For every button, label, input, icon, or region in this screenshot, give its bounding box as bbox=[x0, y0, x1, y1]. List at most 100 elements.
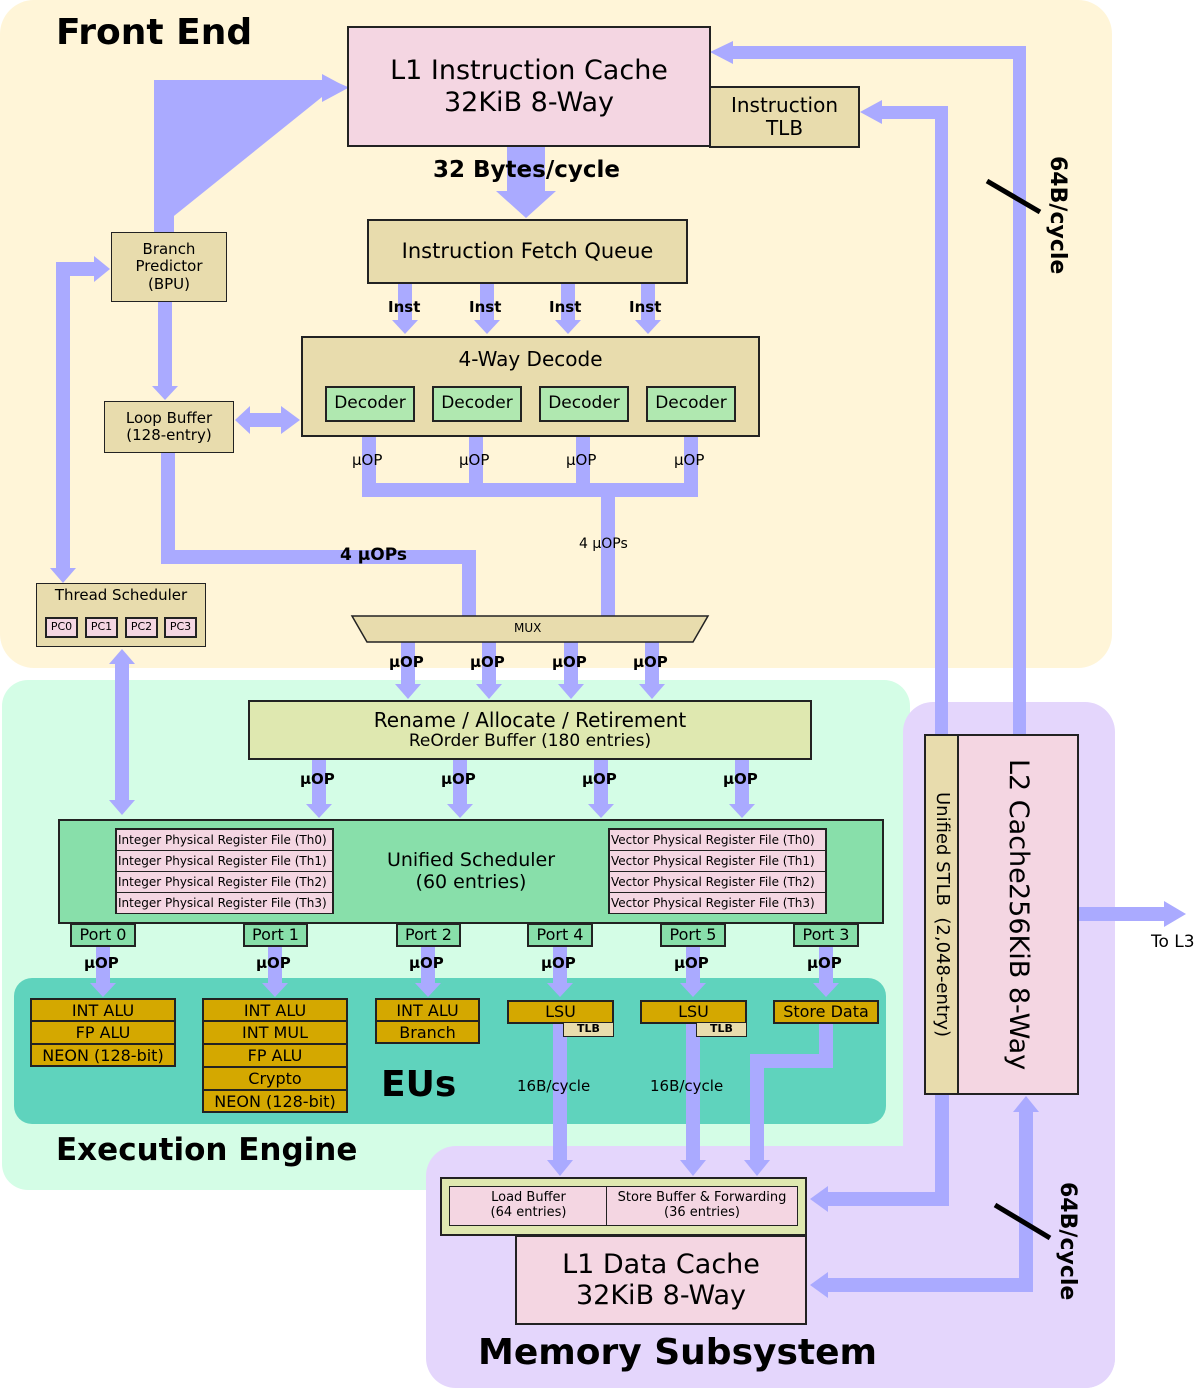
loop-uops-label: 4 µOPs bbox=[340, 545, 407, 565]
int-prf-th1: Integer Physical Register File (Th1) bbox=[117, 851, 332, 872]
l1d-name: L1 Data Cache bbox=[562, 1248, 760, 1280]
store-buffer-line2: (36 entries) bbox=[664, 1205, 740, 1220]
stlb-label: Unified STLB (2,048-entry) bbox=[931, 791, 953, 1038]
decoder-label: Decoder bbox=[548, 393, 620, 414]
port-2: Port 2 bbox=[396, 923, 461, 947]
branch-predictor: Branch Predictor (BPU) bbox=[111, 232, 227, 302]
mux-uop-label: µOP bbox=[470, 653, 505, 671]
l1i-to-ifq-head bbox=[496, 191, 556, 218]
rob-uop-label: µOP bbox=[441, 770, 476, 788]
scheduler-line1: Unified Scheduler bbox=[386, 848, 556, 871]
port-uop-label: µOP bbox=[409, 954, 444, 972]
program-counter: PC2 bbox=[125, 617, 158, 638]
eu-fp-alu: FP ALU bbox=[30, 1021, 176, 1044]
decode-title: 4-Way Decode bbox=[458, 347, 603, 371]
eu-neon: NEON (128-bit) bbox=[30, 1044, 176, 1067]
load-buffer-line2: (64 entries) bbox=[490, 1205, 567, 1220]
port-0: Port 0 bbox=[70, 923, 136, 947]
lsu-label: LSU bbox=[545, 1001, 576, 1021]
l2-label-group: L2 Cache 256KiB 8-Way bbox=[1001, 759, 1035, 1071]
eu-neon: NEON (128-bit) bbox=[202, 1090, 348, 1113]
inst-label: Inst bbox=[549, 298, 582, 316]
port0-execution-units: INT ALU FP ALU NEON (128-bit) bbox=[30, 998, 176, 1067]
bpu-line2: Predictor bbox=[135, 257, 203, 276]
port-uop-label: µOP bbox=[541, 954, 576, 972]
eu-int-alu: INT ALU bbox=[30, 998, 176, 1021]
loop-buffer-line2: (128-entry) bbox=[126, 426, 212, 444]
decode-uop-label: µOP bbox=[459, 451, 490, 469]
inst-label: Inst bbox=[388, 298, 421, 316]
l1d-size: 32KiB 8-Way bbox=[576, 1280, 746, 1311]
mux bbox=[350, 615, 710, 643]
port-5: Port 5 bbox=[660, 923, 726, 947]
tlb-label: TLB bbox=[710, 1022, 733, 1036]
bpu-to-loop-bus bbox=[158, 302, 172, 388]
l2-l1d-bandwidth-label: 64B/cycle bbox=[1055, 1182, 1080, 1301]
port-3: Port 3 bbox=[793, 923, 859, 947]
loop-to-mux-bus bbox=[161, 453, 175, 564]
port-label: Port 3 bbox=[802, 924, 850, 944]
port-uop-label: µOP bbox=[674, 954, 709, 972]
tlb-label: TLB bbox=[577, 1022, 600, 1036]
decode-uop-label: µOP bbox=[674, 451, 705, 469]
bpu-line3: (BPU) bbox=[147, 274, 191, 293]
rob-uop-label: µOP bbox=[300, 770, 335, 788]
eu-crypto: Crypto bbox=[202, 1067, 348, 1090]
lsu-bandwidth-label: 16B/cycle bbox=[517, 1077, 591, 1095]
vec-prf-th1: Vector Physical Register File (Th1) bbox=[610, 851, 825, 872]
l1-data-cache: L1 Data Cache 32KiB 8-Way bbox=[515, 1235, 807, 1325]
port-1: Port 1 bbox=[243, 923, 308, 947]
eu-branch: Branch bbox=[375, 1021, 480, 1044]
port-label: Port 0 bbox=[79, 924, 127, 944]
l2-to-l1i-head bbox=[710, 41, 733, 64]
pc-label: PC3 bbox=[169, 620, 192, 634]
load-buffer: Load Buffer (64 entries) bbox=[449, 1186, 608, 1226]
eus-title: EUs bbox=[381, 1064, 457, 1105]
store-buffer: Store Buffer & Forwarding (36 entries) bbox=[606, 1186, 798, 1226]
instruction-tlb: Instruction TLB bbox=[709, 86, 860, 148]
decoder: Decoder bbox=[646, 386, 736, 422]
load-buffer-line1: Load Buffer bbox=[491, 1190, 566, 1206]
lsu-label: LSU bbox=[678, 1001, 709, 1021]
port-label: Port 2 bbox=[405, 924, 452, 944]
bpu-to-l1i-bus-h bbox=[154, 80, 326, 97]
decoder: Decoder bbox=[432, 386, 522, 422]
to-l3-label: To L3 bbox=[1151, 932, 1195, 952]
bpu-to-l1i-head bbox=[322, 74, 348, 102]
inst-label: Inst bbox=[629, 298, 662, 316]
store-buffer-line1: Store Buffer & Forwarding bbox=[617, 1190, 787, 1206]
port2-execution-units: INT ALU Branch bbox=[375, 998, 480, 1044]
vector-register-files: Vector Physical Register File (Th0) Vect… bbox=[608, 828, 827, 914]
decoder: Decoder bbox=[539, 386, 629, 422]
vec-prf-th3: Vector Physical Register File (Th3) bbox=[610, 893, 825, 913]
bus-width-tick bbox=[993, 1202, 1052, 1241]
rob-uop-label: µOP bbox=[723, 770, 758, 788]
l1i-size: 32KiB 8-Way bbox=[444, 86, 614, 118]
lsu-tlb-port4: TLB bbox=[563, 1022, 614, 1037]
integer-register-files: Integer Physical Register File (Th0) Int… bbox=[115, 828, 334, 914]
mux-uop-label: µOP bbox=[389, 653, 424, 671]
front-end-title: Front End bbox=[56, 12, 253, 53]
int-prf-th3: Integer Physical Register File (Th3) bbox=[117, 893, 332, 913]
l2-to-l1i-bus-h bbox=[730, 46, 1026, 59]
l2-name: L2 Cache bbox=[1002, 758, 1034, 884]
scheduler-line2: (60 entries) bbox=[415, 870, 527, 893]
decode-uop-label: µOP bbox=[352, 451, 383, 469]
int-prf-th0: Integer Physical Register File (Th0) bbox=[117, 830, 332, 851]
port-label: Port 4 bbox=[536, 924, 584, 944]
mux-uop-label: µOP bbox=[552, 653, 587, 671]
port-uop-label: µOP bbox=[807, 954, 842, 972]
bus-width-tick bbox=[985, 178, 1042, 215]
itlb-line2: TLB bbox=[765, 116, 804, 140]
memory-subsystem-title: Memory Subsystem bbox=[478, 1332, 878, 1373]
instruction-fetch-queue: Instruction Fetch Queue bbox=[367, 219, 688, 284]
eu-int-alu: INT ALU bbox=[375, 998, 480, 1021]
unified-stlb: Unified STLB (2,048-entry) bbox=[924, 734, 959, 1095]
bpu-to-l1i-bus-v bbox=[154, 80, 174, 232]
fetch-bandwidth-label: 32 Bytes/cycle bbox=[433, 157, 620, 183]
loop-buffer-line1: Loop Buffer bbox=[125, 408, 213, 427]
pc-label: PC0 bbox=[50, 620, 73, 634]
vec-prf-th0: Vector Physical Register File (Th0) bbox=[610, 830, 825, 851]
port-4: Port 4 bbox=[527, 923, 593, 947]
lsu-bandwidth-label: 16B/cycle bbox=[650, 1077, 724, 1095]
